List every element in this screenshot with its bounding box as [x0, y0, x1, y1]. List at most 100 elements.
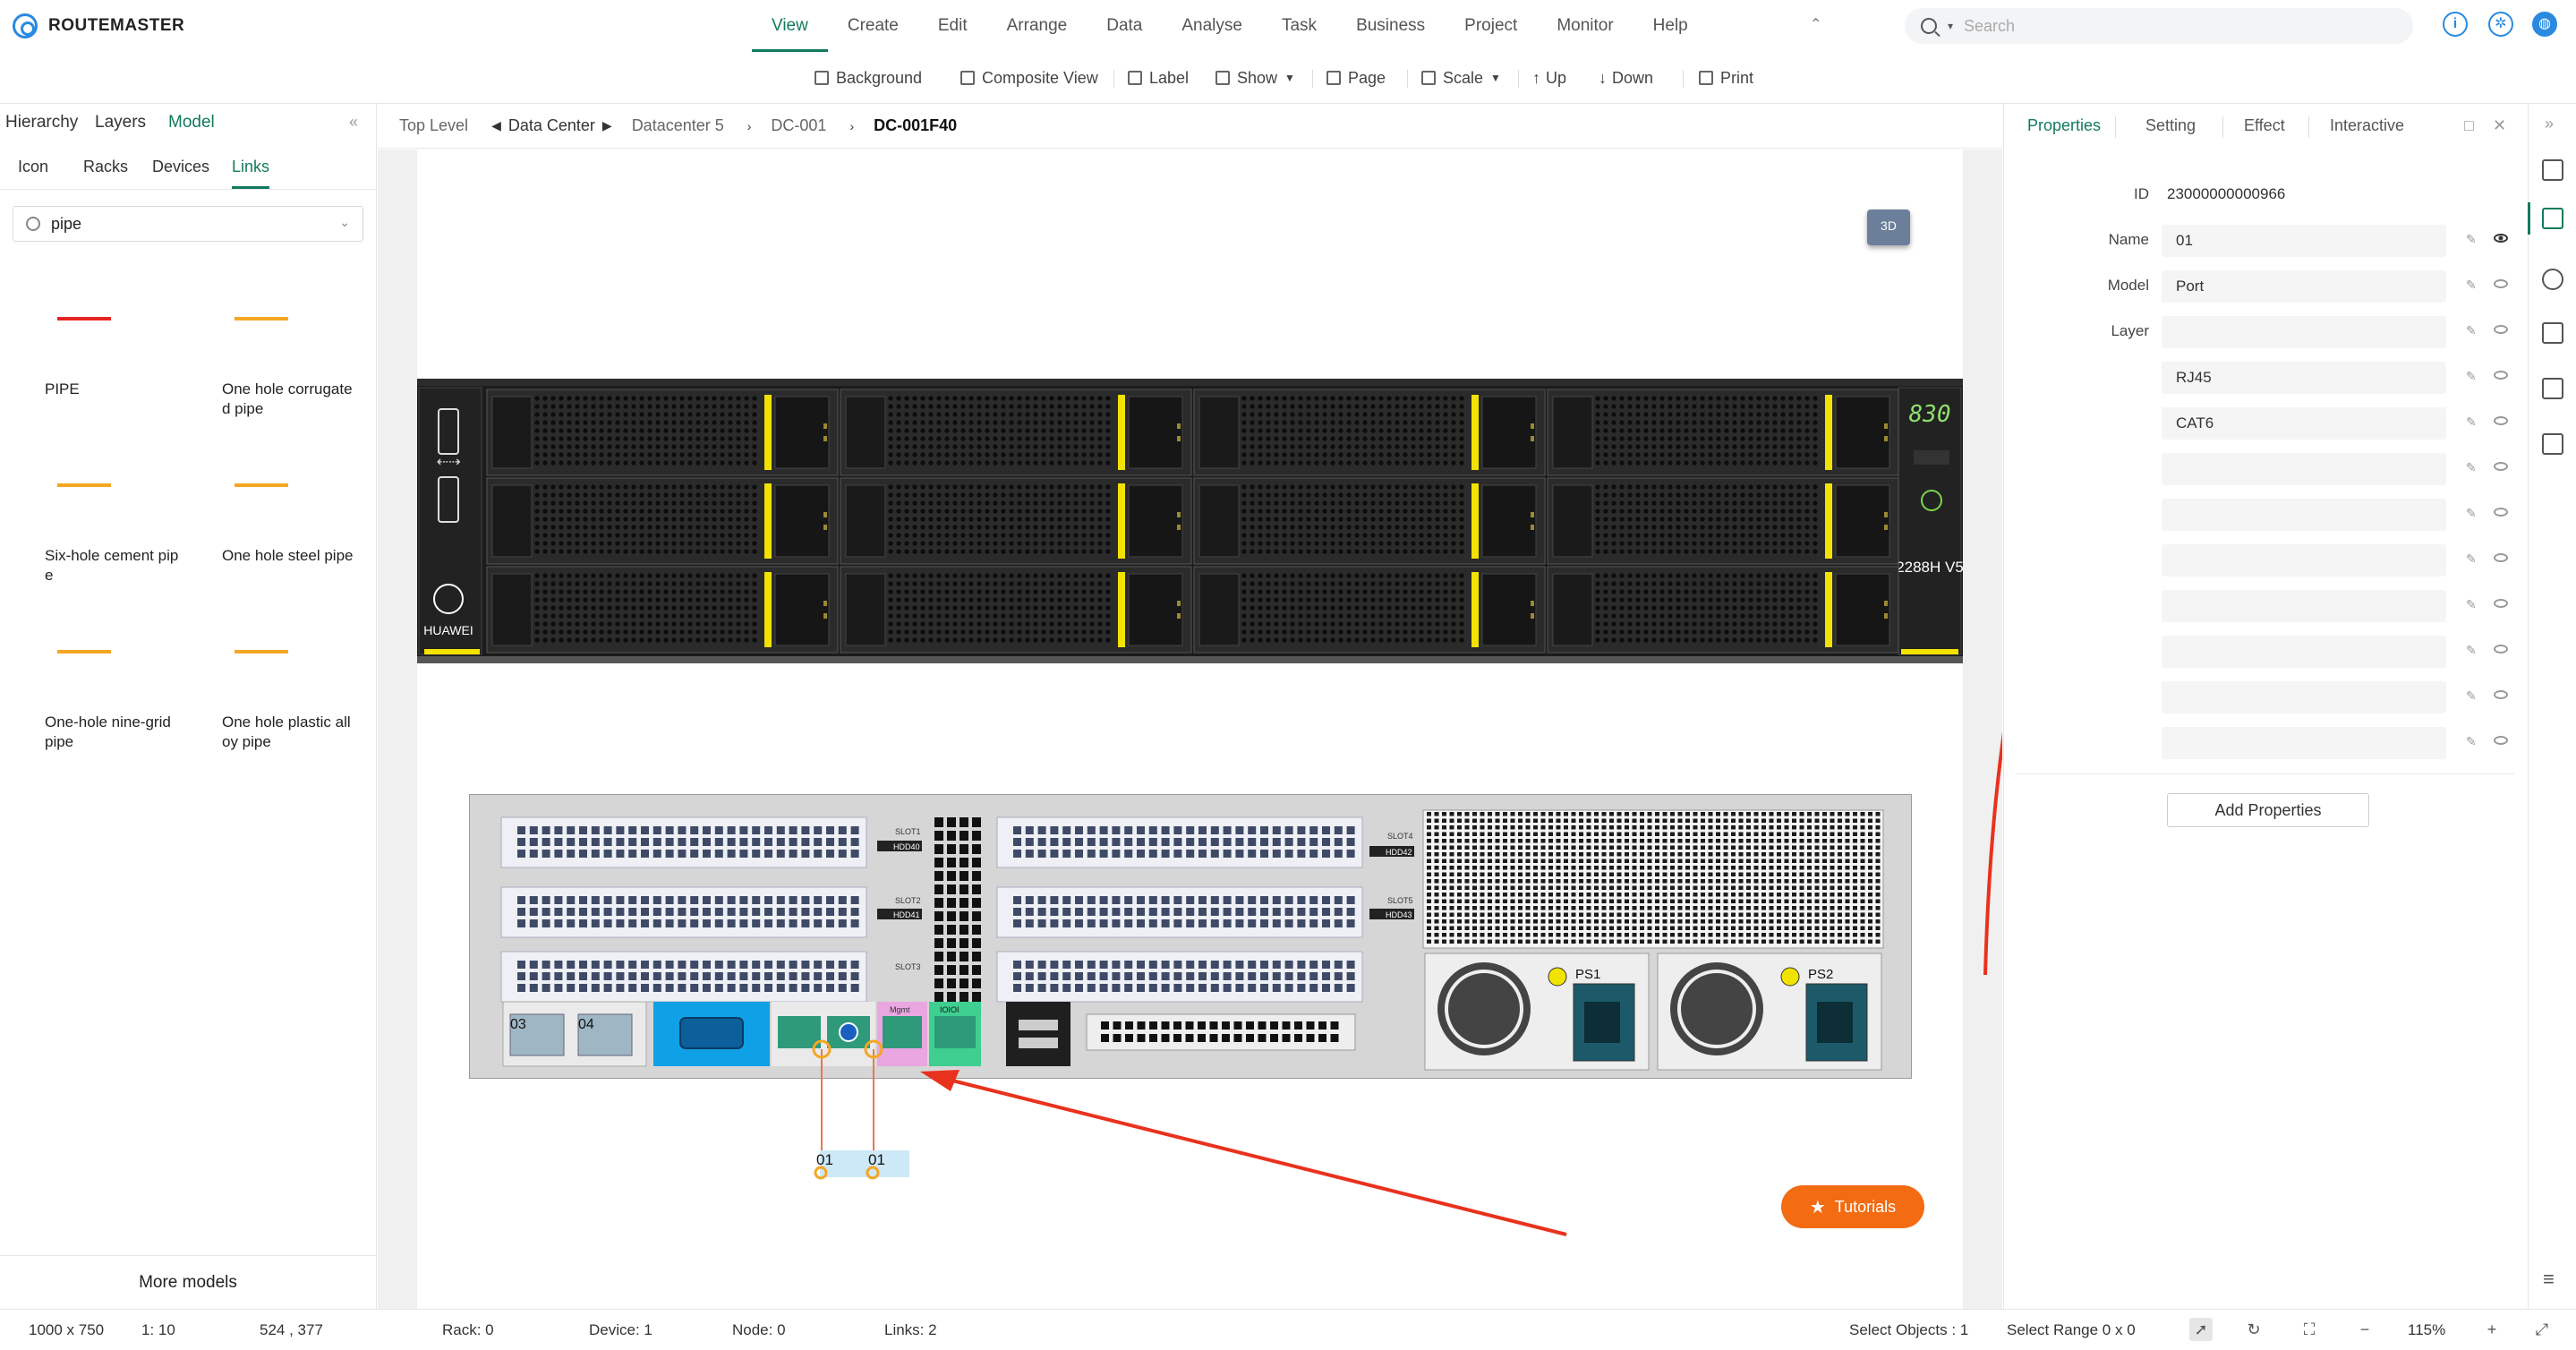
global-search[interactable]: ▾ Search [1905, 8, 2413, 44]
property-value-field[interactable]: Port [2162, 270, 2446, 303]
breadcrumb-datacenter-5[interactable]: Datacenter 5 [631, 116, 724, 134]
edit-icon[interactable]: ✎ [2466, 369, 2477, 383]
tab-setting[interactable]: Setting [2145, 116, 2196, 134]
server-rear-panel[interactable]: SLOT1 HDD40 SLOT2 HDD41 SLOT3 SLOT4 HDD4… [469, 794, 1912, 1079]
properties-panel-icon[interactable] [2542, 208, 2563, 229]
add-properties-button[interactable]: Add Properties [2167, 793, 2369, 827]
page-button[interactable]: Page [1326, 52, 1386, 104]
show-dropdown[interactable]: Show▼ [1215, 52, 1295, 104]
info-icon[interactable]: i [2443, 12, 2468, 37]
eye-icon[interactable] [2494, 690, 2508, 699]
background-button[interactable]: Background [815, 52, 922, 104]
pointer-tool-icon[interactable]: ➚ [2189, 1318, 2213, 1341]
more-models-button[interactable]: More models [0, 1255, 376, 1309]
label-button[interactable]: Label [1128, 52, 1189, 104]
edit-icon[interactable]: ✎ [2466, 551, 2477, 566]
property-value-field[interactable] [2162, 681, 2446, 713]
library-item-steel-pipe[interactable]: One hole steel pipe [222, 483, 405, 618]
zoom-out-icon[interactable]: − [2359, 1320, 2370, 1338]
eye-icon[interactable] [2494, 325, 2508, 334]
tab-layers[interactable]: Layers [95, 113, 147, 132]
diagram-page[interactable]: 3D ⇠⇢ HUAWEI 830 2288H V5 [417, 150, 2002, 1309]
subtab-links[interactable]: Links [232, 158, 270, 189]
menu-task[interactable]: Task [1281, 16, 1318, 35]
close-icon[interactable]: ✕ [2493, 116, 2507, 134]
print-button[interactable]: Print [1699, 52, 1753, 104]
eye-icon[interactable] [2494, 462, 2508, 471]
property-value-field[interactable]: CAT6 [2162, 407, 2446, 440]
image-panel-icon[interactable] [2542, 159, 2563, 181]
library-item-nine-grid-pipe[interactable]: One-hole nine-grid pipe [45, 650, 227, 784]
breadcrumb-dc-001[interactable]: DC-001 [771, 116, 827, 134]
menu-create[interactable]: Create [847, 16, 899, 35]
link-label[interactable]: 01 [816, 1151, 833, 1168]
menu-monitor[interactable]: Monitor [1557, 16, 1614, 35]
menu-business[interactable]: Business [1356, 16, 1426, 35]
menu-data[interactable]: Data [1106, 16, 1143, 35]
menu-arrange[interactable]: Arrange [1006, 16, 1068, 35]
expand-right-icon[interactable]: » [2545, 115, 2555, 132]
edit-icon[interactable]: ✎ [2466, 597, 2477, 611]
tutorials-button[interactable]: ★ Tutorials [1781, 1185, 1924, 1228]
fullscreen-icon[interactable]: ⤢ [2535, 1320, 2549, 1338]
menu-view[interactable]: View [752, 0, 828, 52]
menu-edit[interactable]: Edit [937, 16, 968, 35]
server-front-panel[interactable]: ⇠⇢ HUAWEI 830 2288H V5 [417, 379, 1963, 663]
eye-icon[interactable] [2494, 279, 2508, 288]
menu-icon[interactable]: ≡ [2543, 1268, 2555, 1290]
property-value-field[interactable] [2162, 636, 2446, 668]
edit-icon[interactable]: ✎ [2466, 414, 2477, 429]
3d-view-button[interactable]: 3D [1867, 209, 1910, 245]
edit-icon[interactable]: ✎ [2466, 506, 2477, 520]
up-button[interactable]: ↑Up [1532, 52, 1566, 104]
library-item-corrugated-pipe[interactable]: One hole corrugated pipe [222, 317, 405, 451]
subtab-icon[interactable]: Icon [18, 158, 49, 175]
subtab-racks[interactable]: Racks [83, 158, 129, 175]
diagram-canvas-area[interactable]: 3D ⇠⇢ HUAWEI 830 2288H V5 [378, 150, 2002, 1309]
menu-analyse[interactable]: Analyse [1181, 16, 1242, 35]
settings-network-icon[interactable]: ✲ [2488, 12, 2513, 37]
library-search[interactable]: ⌄ [13, 206, 363, 242]
arrow-right-icon[interactable]: ▶ [601, 118, 612, 132]
network-icon[interactable] [2542, 269, 2563, 290]
rotate-icon[interactable]: ↻ [2247, 1320, 2261, 1338]
down-button[interactable]: ↓Down [1599, 52, 1653, 104]
edit-icon[interactable]: ✎ [2466, 460, 2477, 474]
arrow-left-icon[interactable]: ◀ [491, 118, 501, 132]
edit-icon[interactable]: ✎ [2466, 323, 2477, 338]
edit-icon[interactable]: ✎ [2466, 643, 2477, 657]
tab-effect[interactable]: Effect [2244, 116, 2285, 134]
property-value-field[interactable] [2162, 590, 2446, 622]
collapse-menu-icon[interactable]: ⌃ [1810, 17, 1822, 32]
property-value-field[interactable] [2162, 453, 2446, 485]
property-value-field[interactable]: RJ45 [2162, 362, 2446, 394]
eye-icon[interactable] [2494, 599, 2508, 608]
collapse-left-icon[interactable]: « [348, 113, 358, 131]
list-icon[interactable] [2542, 378, 2563, 399]
property-value-field[interactable] [2162, 316, 2446, 348]
maximize-icon[interactable]: □ [2464, 116, 2474, 134]
tab-model[interactable]: Model [168, 113, 215, 132]
tab-properties[interactable]: Properties [2027, 116, 2102, 134]
link-label[interactable]: 01 [868, 1151, 885, 1168]
edit-icon[interactable]: ✎ [2466, 734, 2477, 748]
eye-icon[interactable] [2494, 645, 2508, 654]
breadcrumb-data-center[interactable]: Data Center [508, 116, 595, 134]
library-item-plastic-alloy-pipe[interactable]: One hole plastic alloy pipe [222, 650, 405, 784]
edit-icon[interactable]: ✎ [2466, 278, 2477, 292]
breadcrumb-top-level[interactable]: Top Level [399, 116, 469, 134]
property-value-field[interactable] [2162, 544, 2446, 577]
zoom-in-icon[interactable]: + [2486, 1320, 2497, 1338]
menu-project[interactable]: Project [1464, 16, 1518, 35]
subtab-devices[interactable]: Devices [152, 158, 210, 175]
globe-icon[interactable]: ◍ [2532, 12, 2557, 37]
chevron-down-icon[interactable]: ⌄ [339, 215, 350, 229]
property-value-field[interactable] [2162, 499, 2446, 531]
composite-view-button[interactable]: Composite View [960, 52, 1098, 104]
edit-icon[interactable]: ✎ [2466, 688, 2477, 703]
eye-icon[interactable] [2494, 371, 2508, 380]
menu-help[interactable]: Help [1652, 16, 1688, 35]
edit-icon[interactable]: ✎ [2466, 232, 2477, 246]
scale-dropdown[interactable]: Scale▼ [1421, 52, 1501, 104]
app-logo[interactable]: ROUTEMASTER [13, 13, 184, 39]
